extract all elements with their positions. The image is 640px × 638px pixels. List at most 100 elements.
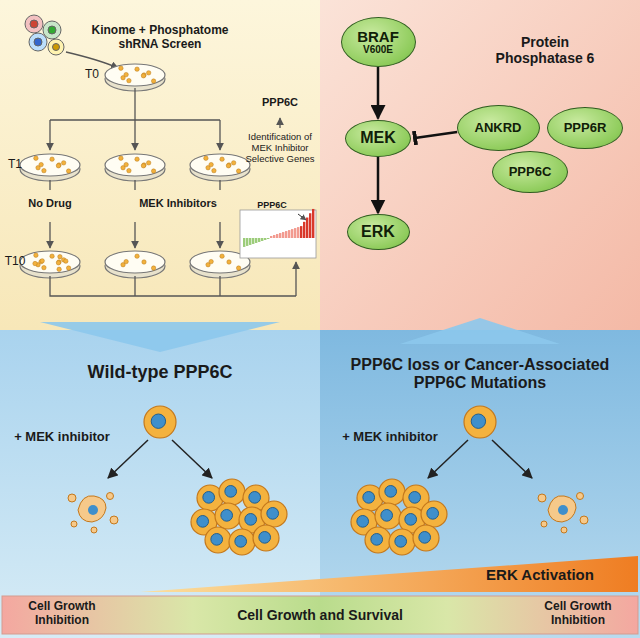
cell-dot [135, 67, 139, 71]
nucleus [395, 536, 407, 548]
petri-dish [190, 154, 250, 176]
screen-bar [261, 238, 263, 241]
cell-dot [56, 261, 60, 265]
cell [253, 525, 279, 551]
cell [261, 501, 287, 527]
screen-bar [249, 238, 251, 245]
cell-fragment [71, 521, 77, 527]
cell-dot [124, 259, 128, 263]
nucleus [267, 507, 279, 519]
screen-bar [243, 238, 245, 247]
cell-dot [66, 266, 70, 270]
outcome: Cell Growth Inhibition [7, 600, 117, 628]
nucleus [225, 486, 237, 498]
cell-dot [142, 163, 146, 167]
cell-fragment [68, 494, 76, 502]
screen-bar [291, 229, 293, 238]
cell-dot [64, 259, 68, 263]
cell-fragment [577, 493, 584, 500]
dying-cell [548, 496, 576, 522]
cell [215, 503, 241, 529]
cell-dot [127, 78, 131, 82]
cell-dot [42, 265, 46, 269]
treatment: + MEK inhibitor [7, 430, 117, 445]
protein-name: PPP6C [509, 165, 552, 179]
petri-dish [105, 64, 165, 86]
screen-bar [303, 222, 305, 238]
cell-fragment [580, 516, 588, 524]
petri-dish [20, 154, 80, 176]
cell-dot [212, 168, 216, 172]
activation-arrow [377, 157, 380, 214]
nucleus [371, 534, 383, 546]
cell-fragment [541, 521, 547, 527]
condition: No Drug [20, 197, 80, 210]
protein-name: BRAF [357, 29, 399, 45]
cell-dot [204, 156, 208, 160]
protein-ellipse: BRAFV600E [341, 17, 416, 67]
cell-dot [50, 254, 54, 258]
cell-dot [124, 72, 128, 76]
screen-bar [306, 218, 308, 238]
screen-bar [297, 227, 299, 238]
petri-dish [105, 251, 165, 273]
cell [421, 501, 447, 527]
cell-fragment [91, 527, 97, 533]
nucleus [357, 516, 369, 528]
outcome: Cell Growth Inhibition [523, 600, 633, 628]
cell-dot [209, 259, 213, 263]
screen-bar [282, 232, 284, 238]
cell [413, 525, 439, 551]
cell-fragment [110, 516, 118, 524]
cell-dot [141, 164, 145, 168]
cell-dot [57, 260, 61, 264]
nucleus [419, 532, 431, 544]
cell-dot [39, 162, 43, 166]
cell [205, 527, 231, 553]
cell-dot [56, 164, 60, 168]
cell-dot [142, 260, 146, 264]
cell-dot [209, 162, 213, 166]
cell-dot [220, 157, 224, 161]
protein-ellipse: PPP6R [547, 107, 623, 149]
cell-dot [34, 156, 38, 160]
screen-bar [252, 238, 254, 244]
cell-dot [34, 253, 38, 257]
nucleus [245, 514, 257, 526]
nucleus [363, 492, 375, 504]
cell-dot [50, 157, 54, 161]
nucleus [203, 492, 215, 504]
screen-bar [279, 233, 281, 238]
protein-name: PPP6R [564, 121, 607, 135]
screen-bar [246, 238, 248, 246]
mutation-subscript: V600E [363, 45, 393, 56]
gene-name: PPP6C [252, 200, 292, 210]
cell-dot [146, 71, 150, 75]
cell-dot [142, 73, 146, 77]
timepoint: T1 [1, 158, 29, 172]
cell [229, 529, 255, 555]
gradient-label: ERK Activation [470, 566, 610, 583]
nucleus [221, 509, 233, 521]
protein-ellipse: MEK [345, 120, 411, 157]
cell-dot [135, 157, 139, 161]
inhibition-arrow [415, 132, 457, 138]
cell-dot [220, 254, 224, 258]
cell-dot [227, 260, 231, 264]
nucleus [197, 516, 209, 528]
complex-name: Protein Phosphatase 6 [485, 34, 605, 66]
cell [375, 503, 401, 529]
cell-dot [236, 266, 240, 270]
cell-dot [40, 259, 44, 263]
cell-fragment [538, 494, 546, 502]
screen-bar [288, 230, 290, 238]
panel-heading: PPP6C loss or Cancer-Associated PPP6C Mu… [335, 356, 625, 393]
cell-dot [57, 267, 61, 271]
nucleus [235, 536, 247, 548]
timepoint: T0 [77, 68, 107, 82]
petri-dish [105, 154, 165, 176]
nucleus [405, 514, 417, 526]
condition: MEK Inhibitors [128, 197, 228, 210]
timepoint: T10 [1, 255, 29, 269]
screen-bar [312, 209, 314, 238]
